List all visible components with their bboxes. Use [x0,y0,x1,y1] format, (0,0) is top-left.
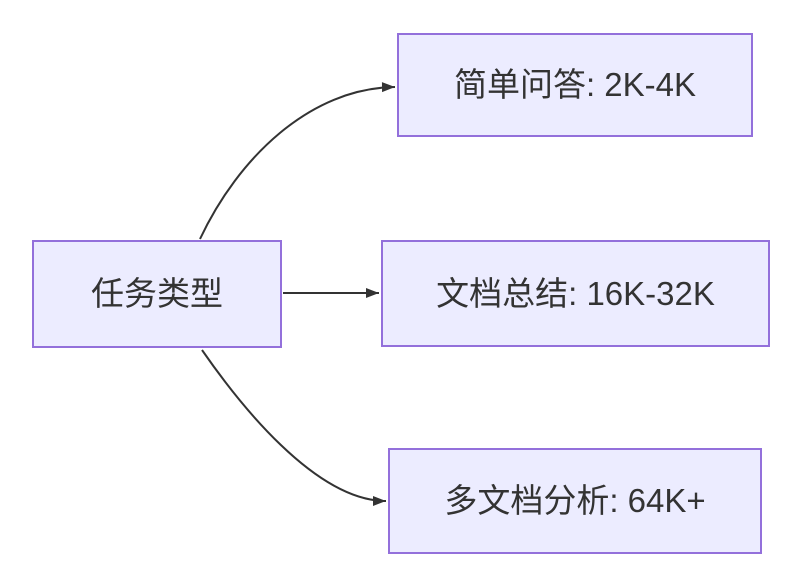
node-task-type: 任务类型 [32,240,282,348]
node-doc-summary: 文档总结: 16K-32K [381,240,770,347]
edge-task-type-to-multi-doc [201,349,387,506]
node-simple-qa-label: 简单问答: 2K-4K [453,66,697,104]
node-task-type-label: 任务类型 [91,275,223,313]
node-simple-qa: 简单问答: 2K-4K [397,33,753,137]
node-multi-doc: 多文档分析: 64K+ [388,448,762,554]
edge-task-type-to-simple-qa [199,82,396,240]
node-multi-doc-label: 多文档分析: 64K+ [444,482,706,520]
node-doc-summary-label: 文档总结: 16K-32K [436,274,715,312]
